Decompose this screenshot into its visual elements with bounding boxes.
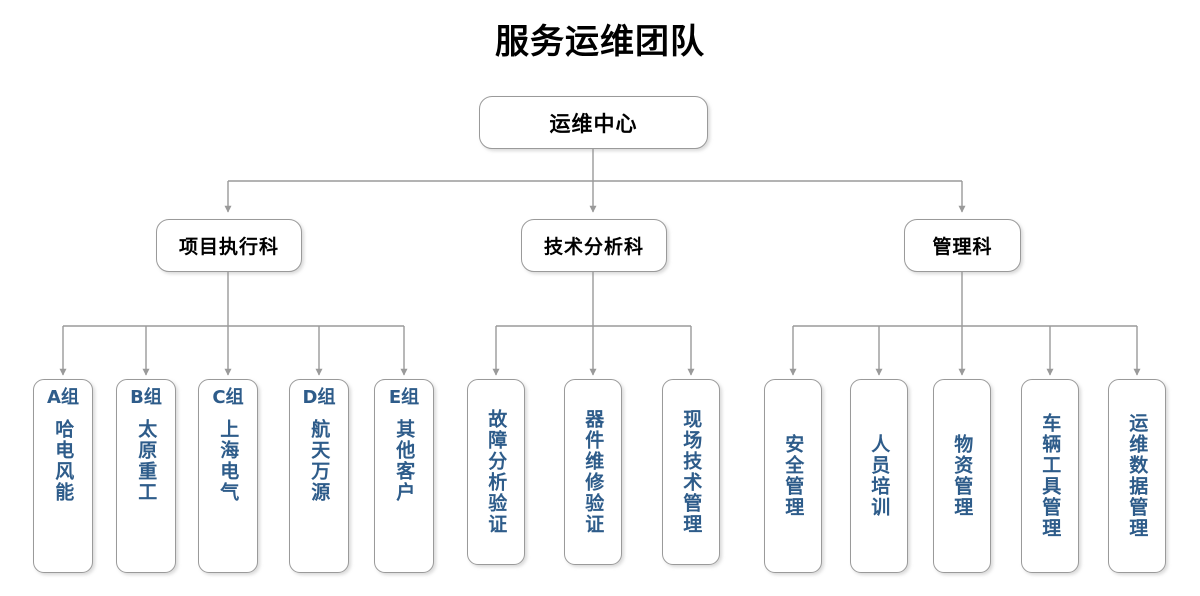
- node-leaf-fault-analysis-verification[interactable]: 故障分析验证: [467, 379, 525, 565]
- node-leaf-team-c[interactable]: C组 上海电气: [198, 379, 258, 573]
- leaf-name: 航天万源: [308, 418, 331, 503]
- node-dept-project-execution[interactable]: 项目执行科: [156, 219, 302, 272]
- node-dept-label: 管理科: [932, 236, 993, 258]
- leaf-name: 太原重工: [135, 418, 158, 503]
- leaf-name: 安全管理: [782, 434, 805, 518]
- leaf-name: 车辆工具管理: [1039, 413, 1062, 539]
- node-leaf-team-b[interactable]: B组 太原重工: [116, 379, 176, 573]
- node-leaf-operations-data-management[interactable]: 运维数据管理: [1108, 379, 1166, 573]
- page-title: 服务运维团队: [495, 22, 705, 62]
- leaf-name: 物资管理: [951, 434, 974, 518]
- node-leaf-onsite-technical-management[interactable]: 现场技术管理: [662, 379, 720, 565]
- node-root[interactable]: 运维中心: [479, 96, 708, 149]
- leaf-code: A组: [47, 387, 79, 408]
- node-leaf-team-a[interactable]: A组 哈电风能: [33, 379, 93, 573]
- node-dept-management[interactable]: 管理科: [904, 219, 1021, 272]
- leaf-name: 人员培训: [868, 434, 891, 518]
- node-dept-label: 技术分析科: [543, 236, 644, 258]
- node-leaf-team-d[interactable]: D组 航天万源: [289, 379, 349, 573]
- leaf-name: 上海电气: [217, 418, 240, 503]
- node-leaf-team-e[interactable]: E组 其他客户: [374, 379, 434, 573]
- leaf-code: D组: [302, 387, 336, 408]
- leaf-name: 器件维修验证: [582, 409, 605, 535]
- leaf-name: 故障分析验证: [485, 409, 508, 535]
- node-leaf-component-repair-verification[interactable]: 器件维修验证: [564, 379, 622, 565]
- node-leaf-personnel-training[interactable]: 人员培训: [850, 379, 908, 573]
- leaf-name: 哈电风能: [52, 418, 75, 503]
- leaf-code: E组: [388, 387, 420, 408]
- node-dept-label: 项目执行科: [178, 236, 279, 258]
- leaf-name: 现场技术管理: [680, 409, 703, 535]
- node-dept-technical-analysis[interactable]: 技术分析科: [521, 219, 667, 272]
- leaf-name: 运维数据管理: [1126, 413, 1149, 539]
- node-leaf-materials-management[interactable]: 物资管理: [933, 379, 991, 573]
- leaf-code: C组: [212, 387, 244, 408]
- leaf-name: 其他客户: [393, 418, 416, 503]
- node-root-label: 运维中心: [549, 111, 638, 136]
- node-leaf-safety-management[interactable]: 安全管理: [764, 379, 822, 573]
- leaf-code: B组: [130, 387, 162, 408]
- node-leaf-vehicle-tool-management[interactable]: 车辆工具管理: [1021, 379, 1079, 573]
